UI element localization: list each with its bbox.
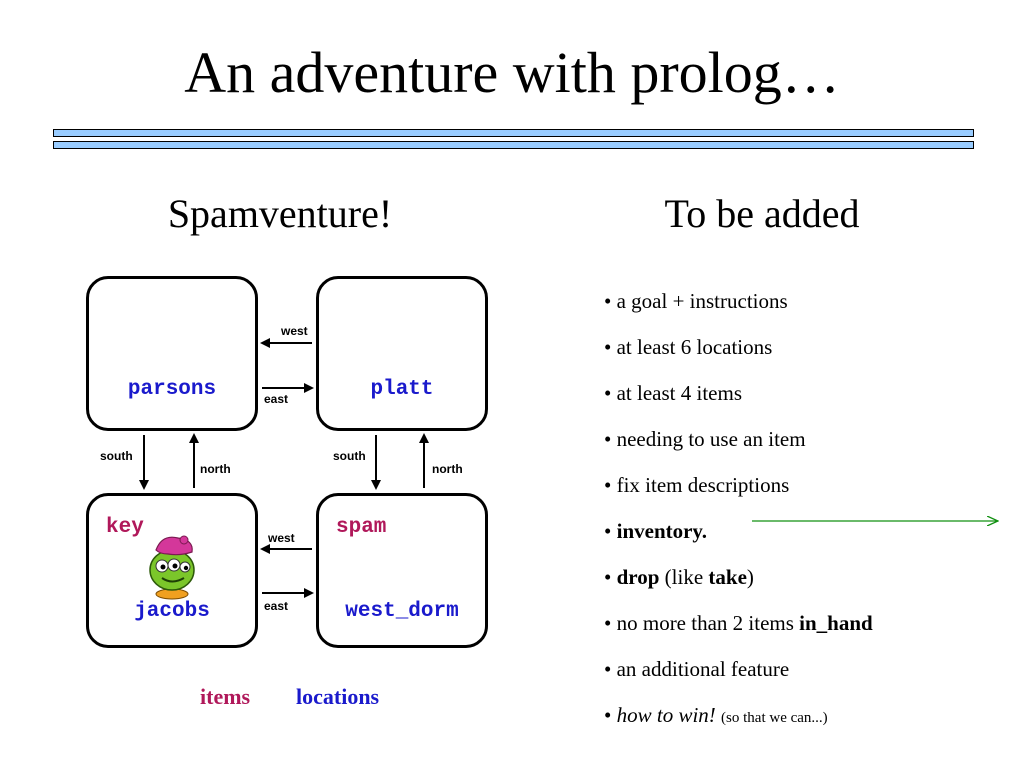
item-label-spam: spam bbox=[336, 516, 387, 539]
todo-item: • an additional feature bbox=[604, 657, 790, 681]
location-box-jacobs bbox=[86, 493, 258, 648]
item-label-key: key bbox=[106, 516, 144, 539]
direction-label-south-left: south bbox=[100, 449, 133, 463]
todo-item: • how to win! (so that we can...) bbox=[604, 703, 828, 727]
todo-item: • at least 6 locations bbox=[604, 335, 773, 359]
todo-item: • drop (like take) bbox=[604, 565, 754, 589]
location-label-jacobs: jacobs bbox=[134, 600, 210, 623]
green-alien-character-icon bbox=[149, 535, 195, 600]
location-box-west-dorm bbox=[316, 493, 488, 648]
direction-label-south-right: south bbox=[333, 449, 366, 463]
todo-item: • no more than 2 items in_hand bbox=[604, 611, 873, 635]
legend-items: items bbox=[200, 684, 251, 709]
todo-item: • fix item descriptions bbox=[604, 473, 790, 497]
location-label-west-dorm: west_dorm bbox=[345, 600, 459, 623]
title-divider-bottom bbox=[53, 141, 974, 149]
direction-label-east-bottom: east bbox=[264, 599, 289, 613]
todo-list: • a goal + instructions • at least 6 loc… bbox=[604, 278, 873, 741]
left-column-heading: Spamventure! bbox=[167, 191, 393, 236]
todo-item: • a goal + instructions bbox=[604, 289, 788, 313]
direction-label-west-bottom: west bbox=[268, 531, 295, 545]
direction-label-north-right: north bbox=[432, 462, 463, 476]
todo-item: • inventory. bbox=[604, 519, 708, 543]
location-box-platt bbox=[316, 276, 488, 431]
title-divider-top bbox=[53, 129, 974, 137]
location-label-parsons: parsons bbox=[127, 378, 217, 401]
legend-locations: locations bbox=[296, 684, 380, 709]
direction-label-north-left: north bbox=[200, 462, 231, 476]
direction-label-east-top: east bbox=[264, 392, 289, 406]
todo-item: • at least 4 items bbox=[604, 381, 742, 405]
right-column-heading: To be added bbox=[664, 191, 860, 236]
direction-label-west-top: west bbox=[281, 324, 308, 338]
slide-title: An adventure with prolog… bbox=[184, 40, 840, 105]
location-box-parsons bbox=[86, 276, 258, 431]
location-label-platt: platt bbox=[370, 378, 434, 401]
todo-item: • needing to use an item bbox=[604, 427, 806, 451]
